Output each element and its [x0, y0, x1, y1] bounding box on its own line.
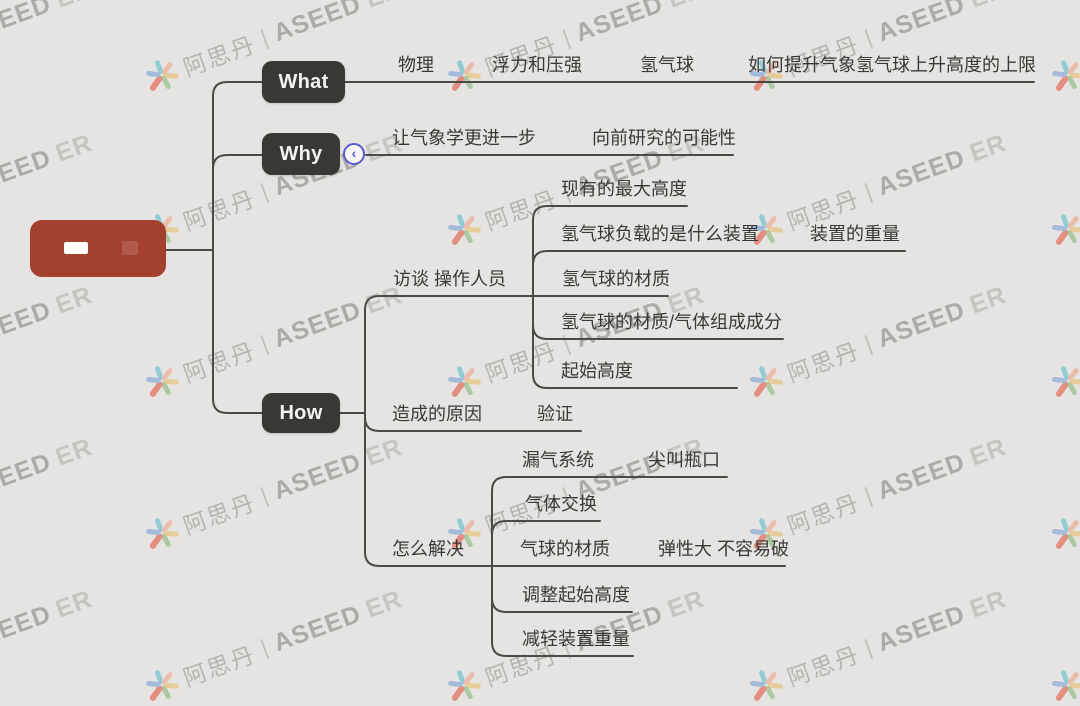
branch-how-label: How	[279, 401, 323, 424]
topic-label[interactable]: 让气象学更进一步	[392, 128, 536, 148]
topic-label[interactable]: 怎么解决	[392, 539, 464, 559]
collapse-button[interactable]: ‹	[343, 143, 365, 165]
chevron-left-icon: ‹	[351, 145, 357, 161]
branch-why[interactable]: Why	[262, 133, 340, 175]
topic-label[interactable]: 起始高度	[561, 361, 633, 381]
topic-label[interactable]: 气体交换	[525, 494, 597, 514]
redacted-text-block-2	[122, 241, 138, 255]
topic-label[interactable]: 验证	[537, 404, 573, 424]
topic-label[interactable]: 装置的重量	[810, 224, 900, 244]
topic-label[interactable]: 气球的材质	[520, 539, 610, 559]
central-topic[interactable]	[30, 220, 166, 277]
topic-label[interactable]: 调整起始高度	[522, 585, 630, 605]
topic-label[interactable]: 向前研究的可能性	[592, 128, 736, 148]
topic-label[interactable]: 如何提升气象氢气球上升高度的上限	[748, 55, 1036, 75]
topic-label[interactable]: 氢气球的材质/气体组成成分	[561, 312, 782, 332]
branch-how[interactable]: How	[262, 393, 340, 433]
branch-what[interactable]: What	[262, 61, 345, 103]
topic-label[interactable]: 访谈 操作人员	[393, 269, 507, 289]
topic-label[interactable]: 减轻装置重量	[522, 629, 630, 649]
topic-label[interactable]: 尖叫瓶口	[648, 450, 720, 470]
topic-label[interactable]: 氢气球的材质	[562, 269, 670, 289]
branch-what-label: What	[278, 70, 329, 93]
topic-label[interactable]: 氢气球负载的是什么装置	[561, 224, 759, 244]
topic-label[interactable]: 浮力和压强	[492, 55, 582, 75]
topic-label[interactable]: 物理	[398, 55, 434, 75]
branch-why-label: Why	[279, 142, 323, 165]
topic-label[interactable]: 现有的最大高度	[561, 179, 687, 199]
topic-label[interactable]: 造成的原因	[392, 404, 482, 424]
topic-label[interactable]: 氢气球	[640, 55, 694, 75]
redacted-text-block	[64, 242, 88, 254]
topic-label[interactable]: 弹性大 不容易破	[658, 539, 790, 559]
topic-label[interactable]: 漏气系统	[522, 450, 594, 470]
